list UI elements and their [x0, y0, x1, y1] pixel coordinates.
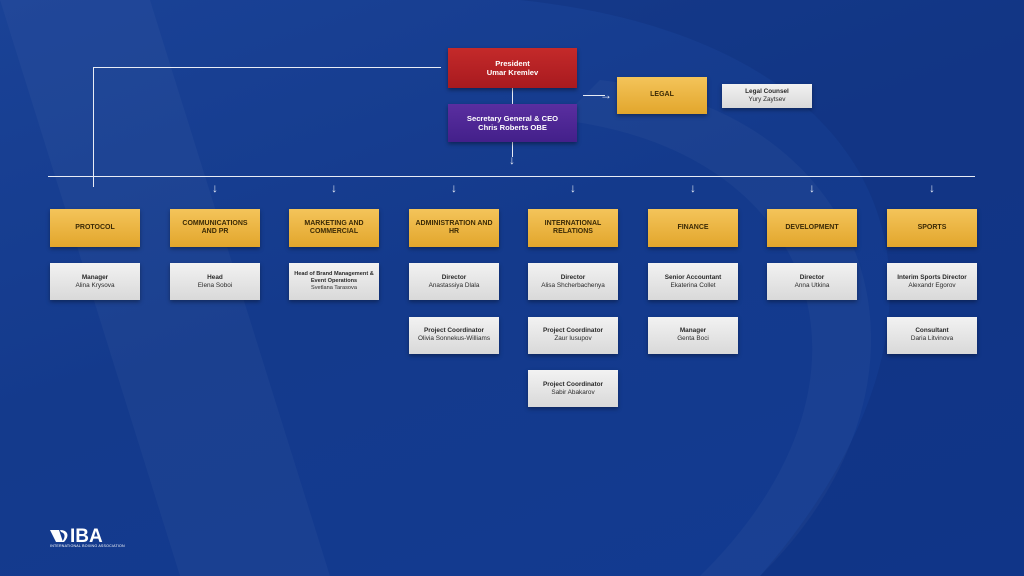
- ceo-title: Secretary General & CEO: [466, 113, 559, 123]
- staff-role: Interim Sports Director: [897, 273, 967, 281]
- staff-name: Daria Litvinova: [910, 335, 954, 342]
- staff-role: Project Coordinator: [542, 380, 603, 388]
- staff-role: Director: [560, 273, 586, 281]
- logo-letters: IBA: [70, 526, 103, 547]
- arrow-down-icon: ↓: [690, 181, 696, 195]
- staff-role: Consultant: [915, 327, 949, 335]
- arrow-down-icon: ↓: [570, 181, 576, 195]
- department-label: INTERNATIONAL RELATIONS: [544, 219, 602, 235]
- arrow-down-icon: ↓: [331, 181, 337, 195]
- president-name: Umar Kremlev: [486, 68, 539, 77]
- staff-role: Project Coordinator: [423, 327, 484, 335]
- staff-name: Alina Krysova: [75, 281, 115, 289]
- connector-president-ceo: [512, 88, 513, 105]
- staff-name: Alexandr Egorov: [908, 281, 956, 289]
- staff-card: Head of Brand Management & Event Operati…: [289, 263, 379, 300]
- logo-subtitle: INTERNATIONAL BOXING ASSOCIATION: [50, 544, 125, 548]
- staff-role: Director: [441, 273, 467, 281]
- department-label: DEVELOPMENT: [785, 223, 839, 231]
- staff-role: Project Coordinator: [542, 327, 603, 335]
- department-box: SPORTS: [887, 209, 977, 247]
- staff-name: Genta Boci: [677, 335, 709, 342]
- department-box: FINANCE: [648, 209, 738, 247]
- department-label: COMMUNICATIONS AND PR: [182, 219, 248, 235]
- department-box: ADMINISTRATION AND HR: [409, 209, 499, 247]
- arrow-right-icon: →: [600, 88, 612, 102]
- staff-name: Anna Utkina: [794, 281, 830, 289]
- logo-text: IBA: [50, 526, 103, 548]
- department-box: DEVELOPMENT: [767, 209, 857, 247]
- legal-counsel-card: Legal Counsel Yury Zaytsev: [722, 84, 812, 108]
- arrow-down-icon: ↓: [451, 181, 457, 195]
- staff-name: Svetlana Tarasova: [311, 284, 357, 291]
- staff-name: Alisa Shcherbachenya: [541, 281, 605, 289]
- department-bus-line: [48, 176, 975, 177]
- staff-role: Manager: [81, 273, 109, 281]
- staff-role: Manager: [679, 327, 707, 335]
- legal-box: LEGAL: [617, 77, 707, 114]
- department-box: PROTOCOL: [50, 209, 140, 247]
- arrow-down-icon: ↓: [212, 181, 218, 195]
- ceo-name: Chris Roberts OBE: [478, 123, 547, 132]
- staff-name: Elena Soboi: [197, 281, 233, 289]
- connector-ceo-down: [512, 142, 513, 157]
- staff-role: Director: [799, 273, 825, 281]
- legal-counsel-name: Yury Zaytsev: [748, 96, 786, 103]
- department-label: SPORTS: [917, 223, 947, 231]
- staff-role: Senior Accountant: [664, 273, 722, 281]
- department-box: MARKETING AND COMMERCIAL: [289, 209, 379, 247]
- iba-logo: IBA INTERNATIONAL BOXING ASSOCIATION: [50, 526, 140, 552]
- arrow-down-icon: ↓: [809, 181, 815, 195]
- department-label: MARKETING AND COMMERCIAL: [304, 219, 364, 235]
- staff-name: Ekaterina Collet: [670, 281, 716, 289]
- arrow-down-icon: ↓: [929, 181, 935, 195]
- staff-role: Head of Brand Management & Event Operati…: [294, 271, 374, 285]
- department-box: INTERNATIONAL RELATIONS: [528, 209, 618, 247]
- arrow-down-icon: ↓: [509, 153, 515, 167]
- staff-name: Zaur Iusupov: [554, 335, 592, 342]
- staff-name: Olivia Sonnekus-Williams: [417, 335, 491, 342]
- department-box: COMMUNICATIONS AND PR: [170, 209, 260, 247]
- staff-role: Head: [207, 273, 223, 281]
- ceo-box: Secretary General & CEO Chris Roberts OB…: [448, 104, 577, 142]
- department-label: FINANCE: [677, 223, 709, 231]
- staff-name: Sabir Abakarov: [551, 388, 595, 396]
- president-title: President: [495, 58, 530, 68]
- connector-to-legal: [583, 95, 605, 96]
- staff-name: Anastassiya Dlala: [428, 281, 480, 289]
- logo-wing-icon: [50, 530, 68, 542]
- legal-counsel-role: Legal Counsel: [745, 88, 789, 96]
- president-box: President Umar Kremlev: [448, 48, 577, 88]
- connector-protocol-vertical: [93, 67, 94, 187]
- department-label: ADMINISTRATION AND HR: [415, 219, 493, 235]
- department-label: PROTOCOL: [75, 223, 115, 231]
- connector-protocol-horizontal: [93, 67, 441, 68]
- legal-label: LEGAL: [650, 91, 674, 99]
